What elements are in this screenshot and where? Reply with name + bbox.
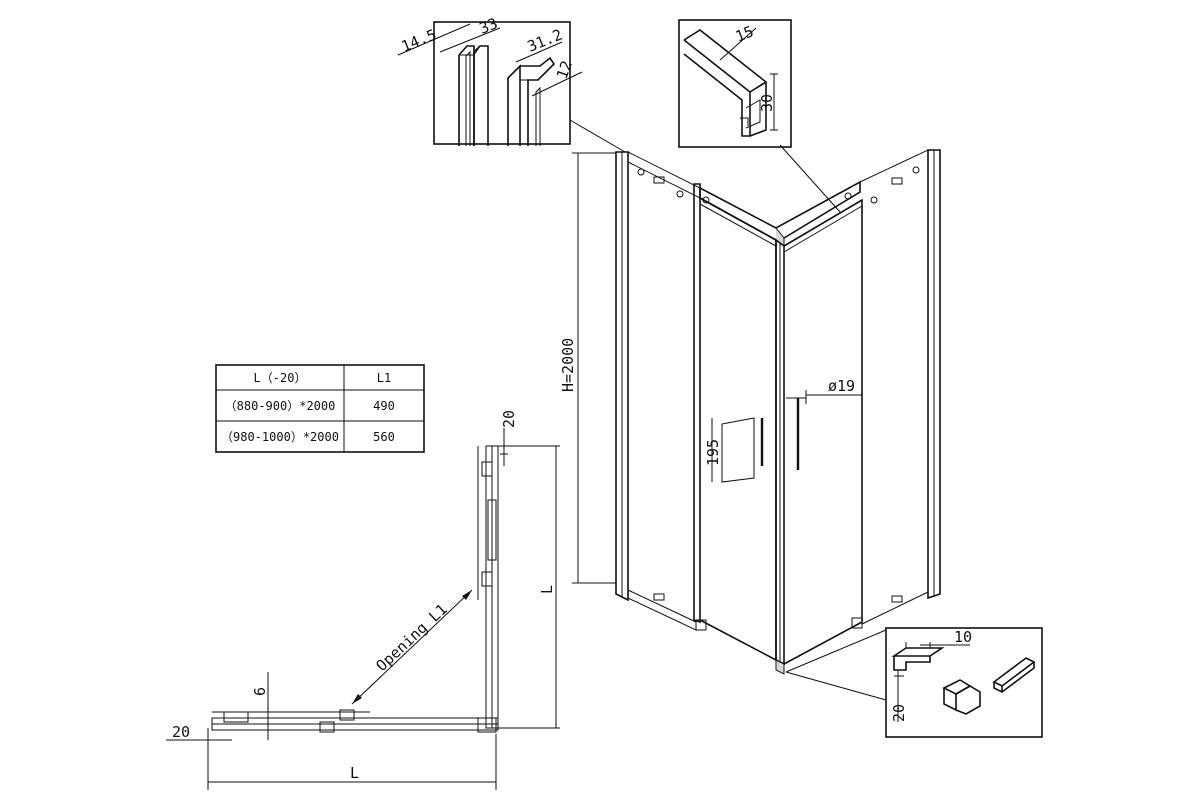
table-header-l1: L1 (377, 371, 391, 385)
dim-plan-top-offset: 20 (500, 410, 518, 428)
dim-corner-height: 20 (890, 704, 908, 722)
dim-corner-width: 10 (954, 628, 972, 646)
leader-line (779, 144, 841, 213)
dim-profile-b: 33 (477, 14, 500, 37)
dim-height: H=2000 (559, 338, 577, 392)
plan-view (166, 428, 560, 790)
leader-line (569, 119, 626, 153)
dim-profile-c: 31.2 (525, 25, 565, 55)
enclosure-isometric (572, 149, 941, 675)
table-cell-l1-2: 560 (373, 430, 395, 444)
leader-line (785, 671, 887, 701)
size-table: L（-20） L1 （880-900）*2000 490 （980-1000）*… (215, 364, 425, 453)
table-header-l: L（-20） (254, 371, 307, 385)
rail-detail-box (678, 19, 792, 148)
leader-line (785, 629, 887, 673)
dim-profile-d: 12 (553, 58, 576, 81)
corner-detail-box (885, 627, 1043, 738)
dim-profile-a: 14.5 (399, 25, 439, 55)
dim-plan-left-offset: 20 (172, 723, 190, 741)
dim-plan-side-length: L (538, 585, 556, 594)
dim-plan-bottom-length: L (350, 764, 359, 782)
table-cell-size-1: （880-900）*2000 (225, 399, 336, 413)
dim-handle-diameter: ø19 (828, 377, 855, 395)
dim-rail-width: 15 (733, 22, 756, 45)
table-cell-l1-1: 490 (373, 399, 395, 413)
profile-detail-box (397, 21, 583, 146)
table-cell-size-2: （980-1000）*2000 (221, 430, 339, 444)
dim-plan-opening: Opening L1 (372, 600, 450, 675)
dim-rail-height: 30 (758, 94, 776, 112)
dim-handle-length: 195 (704, 439, 722, 466)
dim-plan-gap: 6 (251, 687, 269, 696)
